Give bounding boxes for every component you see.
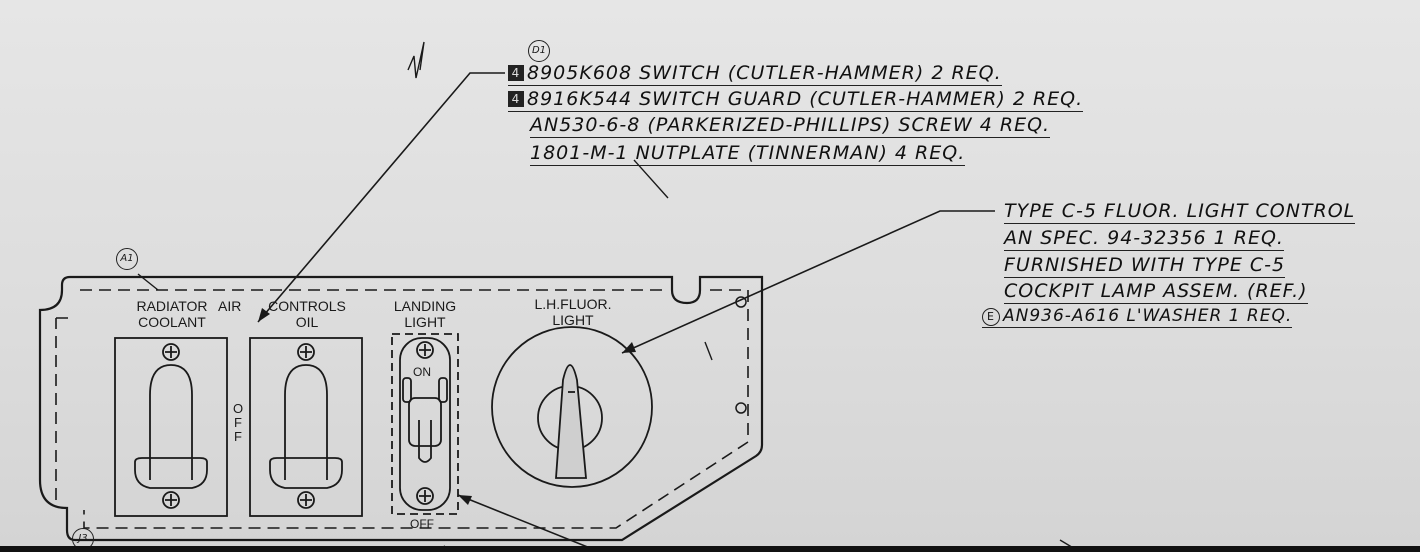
label-landing: LANDING xyxy=(393,298,457,314)
note-text-1: 8905K608 SWITCH (CUTLER-HAMMER) 2 REQ. xyxy=(527,62,1002,84)
note-text-2: 8916K544 SWITCH GUARD (CUTLER-HAMMER) 2 … xyxy=(527,88,1084,110)
label-on: ON xyxy=(413,365,431,379)
light-control-line-3: FURNISHED WITH TYPE C-5 xyxy=(1004,254,1286,278)
arrowheads xyxy=(258,308,636,505)
label-radiator: RADIATOR xyxy=(136,298,208,314)
leader-lines xyxy=(257,72,995,552)
reference-tag-d: D1 xyxy=(528,40,550,62)
mounting-holes xyxy=(735,296,747,414)
off-vertical-letter: O xyxy=(233,401,244,416)
panel-inner-dashed xyxy=(55,289,749,529)
light-control-line-1: TYPE C-5 FLUOR. LIGHT CONTROL xyxy=(1004,200,1356,224)
label-controls-oil: CONTROLS OIL xyxy=(262,298,352,330)
label-lh-fluor: L.H.FLUOR. xyxy=(534,296,612,312)
part-marker-icon: 4 xyxy=(508,91,524,107)
panel-tag-a: A1 xyxy=(116,248,138,270)
light-control-line-4: COCKPIT LAMP ASSEM. (REF.) xyxy=(1004,280,1308,304)
switch-controls xyxy=(249,337,363,517)
part-marker-icon: 4 xyxy=(508,65,524,81)
label-fluor-light: LIGHT xyxy=(552,312,594,328)
label-controls: CONTROLS xyxy=(268,298,346,314)
label-off: OFF xyxy=(410,517,434,531)
off-vertical-letter: F xyxy=(234,429,242,444)
label-radiator-coolant: RADIATOR COOLANT xyxy=(124,298,220,330)
light-control-line-2: AN SPEC. 94-32356 1 REQ. xyxy=(1004,227,1284,251)
note-line-4: 1801-M-1 NUTPLATE (TINNERMAN) 4 REQ. xyxy=(530,142,966,166)
fluor-light-knob xyxy=(491,326,653,488)
label-coolant: COOLANT xyxy=(138,314,206,330)
label-air: AIR xyxy=(218,298,242,314)
label-landing-light: LANDING LIGHT xyxy=(384,298,466,330)
label-lh-fluor-light: L.H.FLUOR. LIGHT xyxy=(528,296,618,328)
label-oil: OIL xyxy=(295,314,319,330)
washer-text: AN936-A616 L'WASHER 1 REQ. xyxy=(1003,306,1293,326)
panel-outline xyxy=(38,275,764,542)
switch-landing-light xyxy=(391,333,459,515)
reference-tag-e: E xyxy=(982,308,1000,326)
bottom-border xyxy=(0,546,1420,552)
switch-radiator xyxy=(114,337,228,517)
label-light: LIGHT xyxy=(404,314,446,330)
note-line-3: AN530-6-8 (PARKERIZED-PHILLIPS) SCREW 4 … xyxy=(530,114,1051,138)
off-vertical-letter: F xyxy=(234,415,242,430)
